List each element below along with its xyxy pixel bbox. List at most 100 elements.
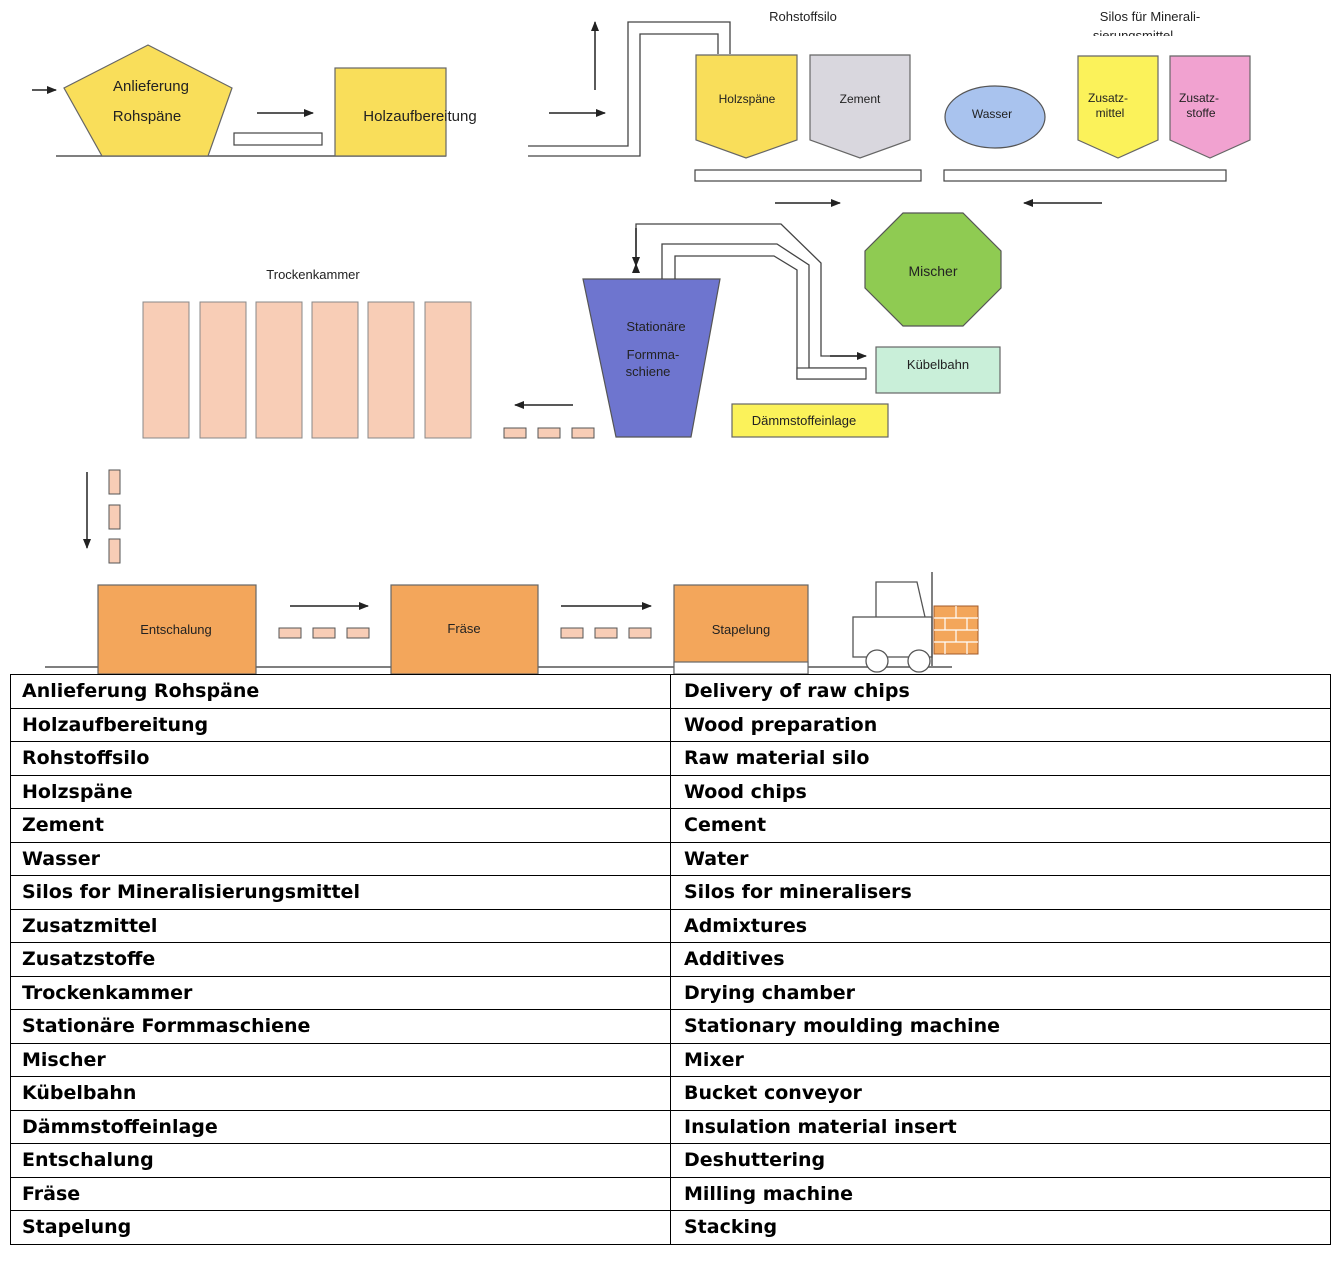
mineral-silo-title: Silos für Minerali- (1100, 9, 1200, 24)
english-term: Silos for mineralisers (670, 875, 1331, 910)
block (346, 627, 370, 639)
delivery-label-2: Rohspäne (113, 108, 181, 125)
drying-rack (255, 301, 303, 439)
block (628, 627, 652, 639)
english-term: Drying chamber (670, 975, 1331, 1010)
daemmstoff-label: Dämmstoffeinlage (752, 413, 857, 428)
block (108, 504, 121, 530)
german-term: Stationäre Formmaschiene (10, 1009, 671, 1044)
fraese-label: Fräse (447, 621, 480, 636)
silo-conveyor-right (943, 169, 1227, 182)
delivery-hopper (63, 44, 233, 157)
drying-rack (311, 301, 359, 439)
stapelung-base (673, 661, 809, 675)
drying-rack (142, 301, 190, 439)
block (108, 538, 121, 564)
bucket-rail-end (796, 367, 867, 380)
fraese-box (390, 584, 539, 675)
mischer-octagon (864, 212, 1002, 327)
production-flow-diagram: Anlieferung Rohspäne Holzaufbereitung Ro… (32, 9, 1251, 675)
block (571, 427, 595, 439)
english-term: Wood chips (670, 774, 1331, 809)
elevator-conveyor (528, 33, 719, 157)
english-term: Cement (670, 808, 1331, 843)
english-term: Milling machine (670, 1176, 1331, 1211)
english-term: Water (670, 841, 1331, 876)
zusatzmittel-silo (1077, 55, 1159, 159)
block (503, 427, 527, 439)
moulding-label: Stationäre (626, 319, 685, 334)
english-term: Mixer (670, 1042, 1331, 1077)
german-term: Anlieferung Rohspäne (10, 674, 671, 709)
mischer-label: Mischer (908, 263, 957, 279)
zusatzstoffe-label: Zusatz- (1179, 91, 1219, 105)
wood-preparation-box (334, 67, 447, 157)
holzspaene-label: Holzspäne (719, 92, 776, 106)
german-term: Zusatzmittel (10, 908, 671, 943)
block (108, 469, 121, 495)
english-term: Deshuttering (670, 1143, 1331, 1178)
moulding-label-3: schiene (626, 364, 671, 379)
daemmstoff-box (731, 403, 889, 438)
stapelung-label: Stapelung (712, 622, 771, 637)
zusatzmittel-label: Zusatz- (1088, 91, 1128, 105)
german-term: Zusatzstoffe (10, 942, 671, 977)
drying-rack (367, 301, 415, 439)
moulding-machine (582, 278, 721, 438)
english-term: Bucket conveyor (670, 1076, 1331, 1111)
wood-preparation-label: Holzaufbereitung (363, 108, 476, 125)
zusatzmittel-label-2: mittel (1096, 106, 1125, 120)
english-term: Wood preparation (670, 707, 1331, 742)
german-term: Rohstoffsilo (10, 741, 671, 776)
block (278, 627, 302, 639)
english-term: Raw material silo (670, 741, 1331, 776)
elevator-conveyor (528, 21, 731, 147)
drying-rack (424, 301, 472, 439)
german-term: Silos for Mineralisierungsmittel (10, 875, 671, 910)
german-term: Mischer (10, 1042, 671, 1077)
zement-silo (809, 54, 911, 159)
german-term: Holzaufbereitung (10, 707, 671, 742)
english-term: Stationary moulding machine (670, 1009, 1331, 1044)
german-term: Kübelbahn (10, 1076, 671, 1111)
german-term: Wasser (10, 841, 671, 876)
moulding-label-2: Formma- (627, 347, 680, 362)
wasser-tank (944, 85, 1046, 149)
block (560, 627, 584, 639)
english-term: Delivery of raw chips (670, 674, 1331, 709)
block (537, 427, 561, 439)
german-term: Zement (10, 808, 671, 843)
mask (1080, 36, 1210, 44)
drying-rack (199, 301, 247, 439)
kuebelbahn-label: Kübelbahn (907, 357, 969, 372)
zement-label: Zement (840, 92, 881, 106)
german-term: Fräse (10, 1176, 671, 1211)
entschalung-label: Entschalung (140, 622, 212, 637)
german-term: Stapelung (10, 1210, 671, 1245)
small-conveyor (233, 132, 323, 146)
english-term: Additives (670, 942, 1331, 977)
block (594, 627, 618, 639)
block (312, 627, 336, 639)
german-term: Dämmstoffeinlage (10, 1109, 671, 1144)
holzspaene-silo (695, 54, 798, 159)
raw-silo-title: Rohstoffsilo (769, 9, 837, 24)
delivery-label: Anlieferung (113, 78, 189, 95)
german-term: Holzspäne (10, 774, 671, 809)
english-term: Insulation material insert (670, 1109, 1331, 1144)
